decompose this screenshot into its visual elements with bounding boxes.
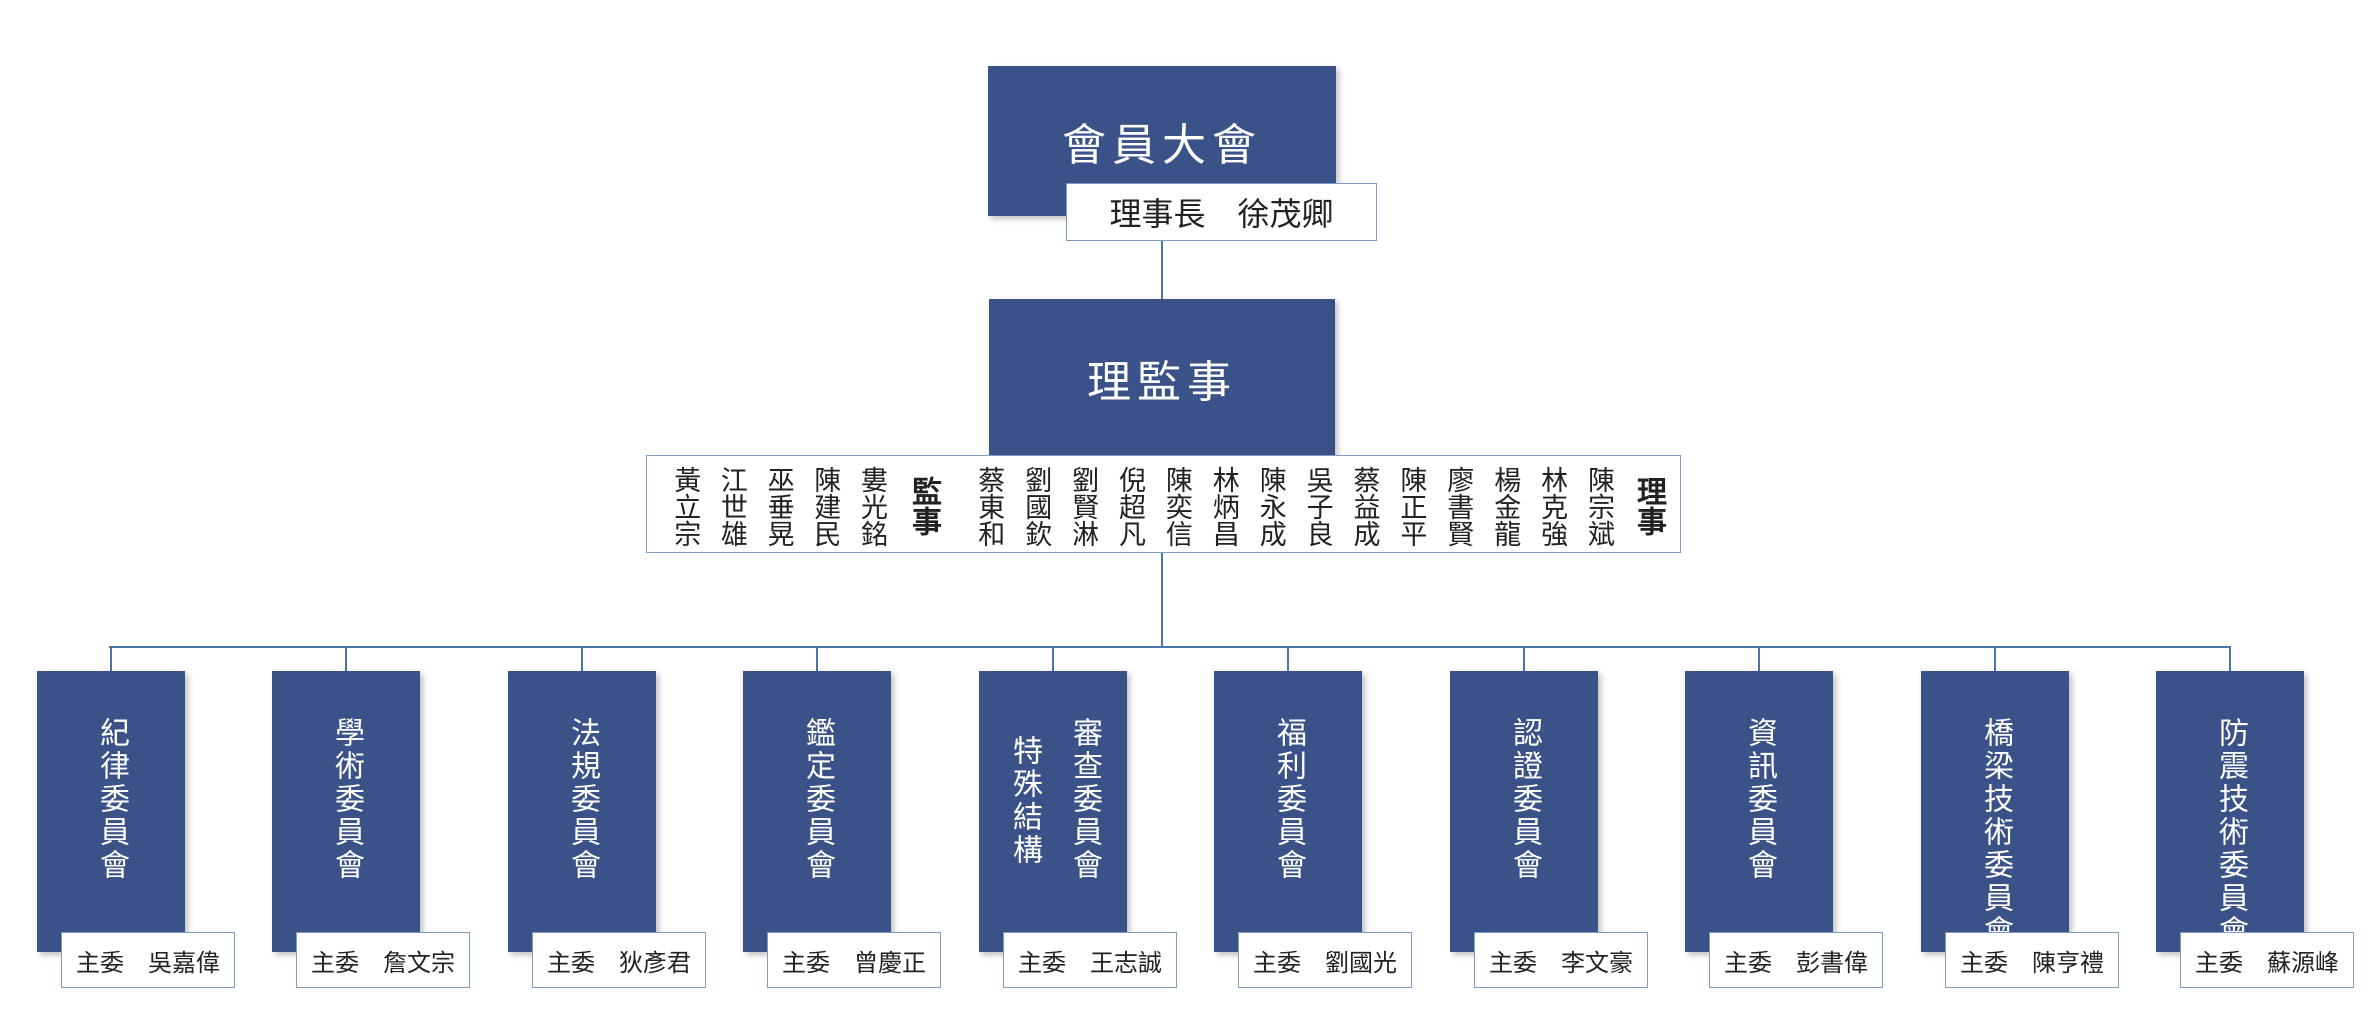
supervisor-name: 黃立宗	[669, 465, 701, 547]
committee-box: 特殊結構審查委員會	[979, 671, 1127, 952]
supervisors-header: 監事	[906, 476, 941, 536]
connector-drop	[816, 646, 818, 672]
connector-drop	[1994, 646, 1996, 672]
committee-box: 橋梁技術委員會	[1921, 671, 2069, 952]
connector-drop	[110, 646, 112, 672]
connector-drop	[345, 646, 347, 672]
supervisor-name: 江世雄	[715, 465, 747, 547]
director-name: 陳正平	[1395, 465, 1427, 547]
committee-box: 防震技術委員會	[2156, 671, 2304, 952]
connector-drop	[1523, 646, 1525, 672]
connector-drop	[2229, 646, 2231, 672]
connector-horizontal-bus	[109, 646, 2231, 648]
director-name: 廖書賢	[1442, 465, 1474, 547]
committee-box: 認證委員會	[1450, 671, 1598, 952]
director-name: 林克強	[1536, 465, 1568, 547]
director-name: 劉賢淋	[1067, 465, 1099, 547]
committee-name-prefix: 特殊結構	[1007, 735, 1042, 867]
connector-drop	[1287, 646, 1289, 672]
director-name: 陳宗斌	[1583, 465, 1614, 547]
committee-name: 福利委員會	[1271, 717, 1306, 882]
connector-drop	[581, 646, 583, 672]
committee-name: 審查委員會	[1067, 717, 1102, 882]
committee-chair-label: 主委 蘇源峰	[2180, 932, 2354, 988]
committee-box: 福利委員會	[1214, 671, 1362, 952]
supervisor-name: 陳建民	[809, 465, 841, 547]
committee-chair-label: 主委 彭書偉	[1709, 932, 1883, 988]
committee-box: 紀律委員會	[37, 671, 185, 952]
director-name: 陳永成	[1254, 465, 1286, 547]
committee-name: 橋梁技術委員會	[1978, 717, 2013, 948]
committee-box: 鑑定委員會	[743, 671, 891, 952]
connector-roster-bus	[1161, 553, 1163, 647]
connector-drop	[1758, 646, 1760, 672]
committee-chair-label: 主委 吳嘉偉	[61, 932, 235, 988]
board-title: 理監事	[1087, 356, 1237, 408]
director-name: 蔡東和	[973, 465, 1005, 547]
committee-name: 學術委員會	[329, 717, 364, 882]
director-name: 倪超凡	[1114, 465, 1145, 547]
committee-box: 學術委員會	[272, 671, 420, 952]
general-assembly-title: 會員大會	[1062, 120, 1262, 171]
committee-chair-label: 主委 陳亨禮	[1945, 932, 2119, 988]
director-name: 蔡益成	[1348, 465, 1380, 547]
committee-chair-label: 主委 李文豪	[1474, 932, 1648, 988]
directors-header: 理事	[1631, 476, 1666, 536]
committee-chair-label: 主委 曾慶正	[767, 932, 941, 988]
director-name: 林炳昌	[1207, 465, 1239, 547]
supervisor-name: 巫垂晃	[762, 465, 794, 547]
committee-name: 紀律委員會	[94, 717, 129, 882]
director-name: 吳子良	[1301, 465, 1333, 547]
committee-name: 資訊委員會	[1742, 717, 1777, 882]
committee-chair-label: 主委 狄彥君	[532, 932, 706, 988]
board-roster: 理事陳宗斌林克強楊金龍廖書賢陳正平蔡益成吳子良陳永成林炳昌陳奕信倪超凡劉賢淋劉國…	[646, 455, 1681, 553]
connector-drop	[1052, 646, 1054, 672]
committee-name: 認證委員會	[1507, 717, 1542, 882]
committee-chair-label: 主委 劉國光	[1238, 932, 1412, 988]
committee-box: 資訊委員會	[1685, 671, 1833, 952]
committee-name: 法規委員會	[565, 717, 600, 882]
committee-box: 法規委員會	[508, 671, 656, 952]
supervisor-name: 婁光銘	[856, 465, 887, 547]
director-name: 楊金龍	[1489, 465, 1521, 547]
connector-top-board	[1161, 240, 1163, 300]
director-name: 陳奕信	[1160, 465, 1192, 547]
chairman-label: 理事長 徐茂卿	[1066, 183, 1377, 241]
board-box: 理監事	[989, 299, 1335, 456]
committee-chair-label: 主委 詹文宗	[296, 932, 470, 988]
committee-name: 鑑定委員會	[800, 717, 835, 882]
committee-name: 防震技術委員會	[2213, 717, 2248, 948]
committee-chair-label: 主委 王志誠	[1003, 932, 1177, 988]
director-name: 劉國欽	[1020, 465, 1052, 547]
